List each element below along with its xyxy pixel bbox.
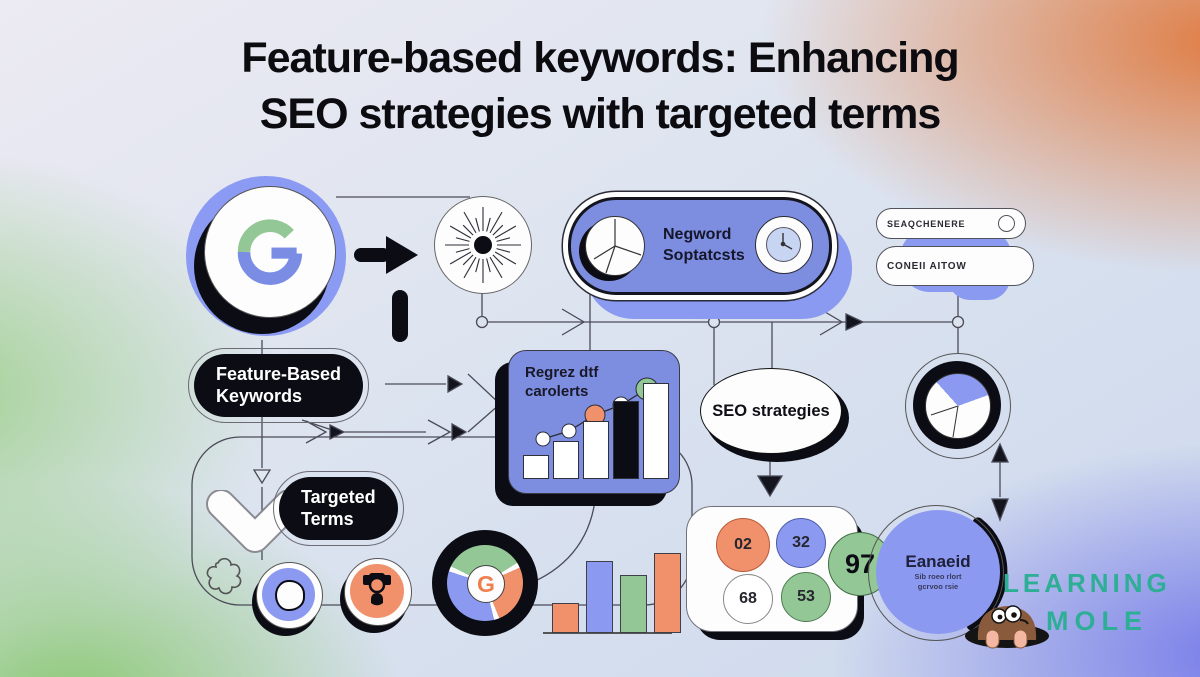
badge-blob-icon (275, 580, 305, 611)
metric-circle-green: 53 (781, 572, 831, 622)
arrow-right-icon (354, 236, 418, 274)
bottom-chart-bar (586, 561, 613, 633)
earned-sub1: Sib roeo rlort (914, 572, 962, 581)
earned-circle-outline (868, 505, 1004, 641)
chart-card-bar (643, 383, 669, 479)
pie-segments-icon (585, 216, 645, 276)
search-input-top-value: SEAQCHENERE (887, 218, 966, 229)
pie-chart-circle (905, 353, 1011, 459)
earned-sub2: gcrvoo rsie (917, 582, 959, 591)
keyword-pill-line1: Negword (663, 226, 732, 243)
pie-chart-ring (913, 361, 1001, 449)
chart-card-bar (553, 441, 579, 479)
seo-strategies-label: SEO strategies (712, 401, 830, 420)
chart-card-bar (583, 421, 609, 479)
bottom-chart-bar (552, 603, 579, 633)
chart-card-label: Regrez dtf carolerts (525, 363, 598, 401)
search-circle-icon (998, 215, 1015, 232)
bottom-chart-bar (620, 575, 647, 633)
metric-circle-orange: 02 (716, 518, 770, 572)
earned-title: Eanaeid (905, 552, 971, 571)
person-circle (344, 558, 412, 626)
search-input-bottom[interactable]: CONEII AITOW (876, 246, 1034, 286)
keyword-pill-line2: Soptatcsts (663, 247, 745, 264)
keyword-chart-card: Regrez dtf carolerts (508, 350, 680, 494)
chart-card-line1: Regrez dtf (525, 364, 599, 381)
metric-value: 32 (792, 534, 810, 551)
page-title: Feature-based keywords: Enhancing SEO st… (150, 30, 1050, 142)
sunburst-circle (434, 196, 532, 294)
person-icon (363, 573, 391, 606)
person-circle-fill (350, 564, 404, 618)
vertical-bar-shape (392, 290, 408, 342)
bottom-chart-bar (654, 553, 681, 633)
chart-card-bar (523, 455, 549, 479)
bottom-bar-chart (540, 548, 681, 633)
flower-icon (206, 557, 242, 595)
pie-chart-icon (925, 373, 991, 439)
keyword-suggestions-pill: Negword Soptatcsts (568, 197, 832, 295)
metric-value: 53 (797, 588, 815, 605)
seo-strategies-node: SEO strategies (700, 368, 842, 454)
earned-circle: Eanaeid Sib roeo rlort gcrvoo rsie (876, 510, 1000, 634)
google-circle-face (204, 186, 336, 318)
logo-mole: MOLE (1046, 606, 1148, 636)
donut-g-glyph: G (467, 565, 505, 603)
chart-card-line2: carolerts (525, 383, 589, 400)
search-input-bottom-value: CONEII AITOW (887, 260, 967, 272)
google-circle (186, 176, 346, 336)
clock-circle (755, 216, 813, 274)
badge-circle (256, 562, 323, 629)
donut-chart-segments: G (447, 545, 523, 621)
metric-circle-white: 68 (723, 574, 773, 624)
targeted-pill-line1: Targeted (301, 487, 376, 507)
logo-learning: LEARNING (1003, 568, 1171, 598)
mole-mascot (965, 605, 1049, 649)
metric-value: 02 (734, 536, 752, 553)
donut-chart-circle: G (432, 530, 538, 636)
metric-circle-blue: 32 (776, 518, 826, 568)
keyword-pill-label: Negword Soptatcsts (663, 224, 745, 266)
feature-pill-line1: Feature-Based (216, 364, 342, 384)
title-line-2: SEO strategies with targeted terms (259, 90, 942, 138)
search-input-top[interactable]: SEAQCHENERE (876, 208, 1026, 239)
title-line-1: Feature-based keywords: Enhancing (241, 34, 959, 82)
targeted-pill-line2: Terms (301, 508, 354, 529)
targeted-terms-pill: Targeted Terms (273, 471, 404, 547)
chart-card-bar (613, 401, 639, 479)
sunburst-icon (445, 207, 521, 283)
clock-icon (766, 227, 801, 262)
feature-based-keywords-pill: Feature-Based Keywords (188, 348, 370, 424)
metric-value: 68 (739, 590, 757, 607)
badge-circle-fill (262, 568, 315, 621)
google-g-icon (237, 219, 303, 285)
feature-pill-line2: Keywords (216, 385, 303, 406)
